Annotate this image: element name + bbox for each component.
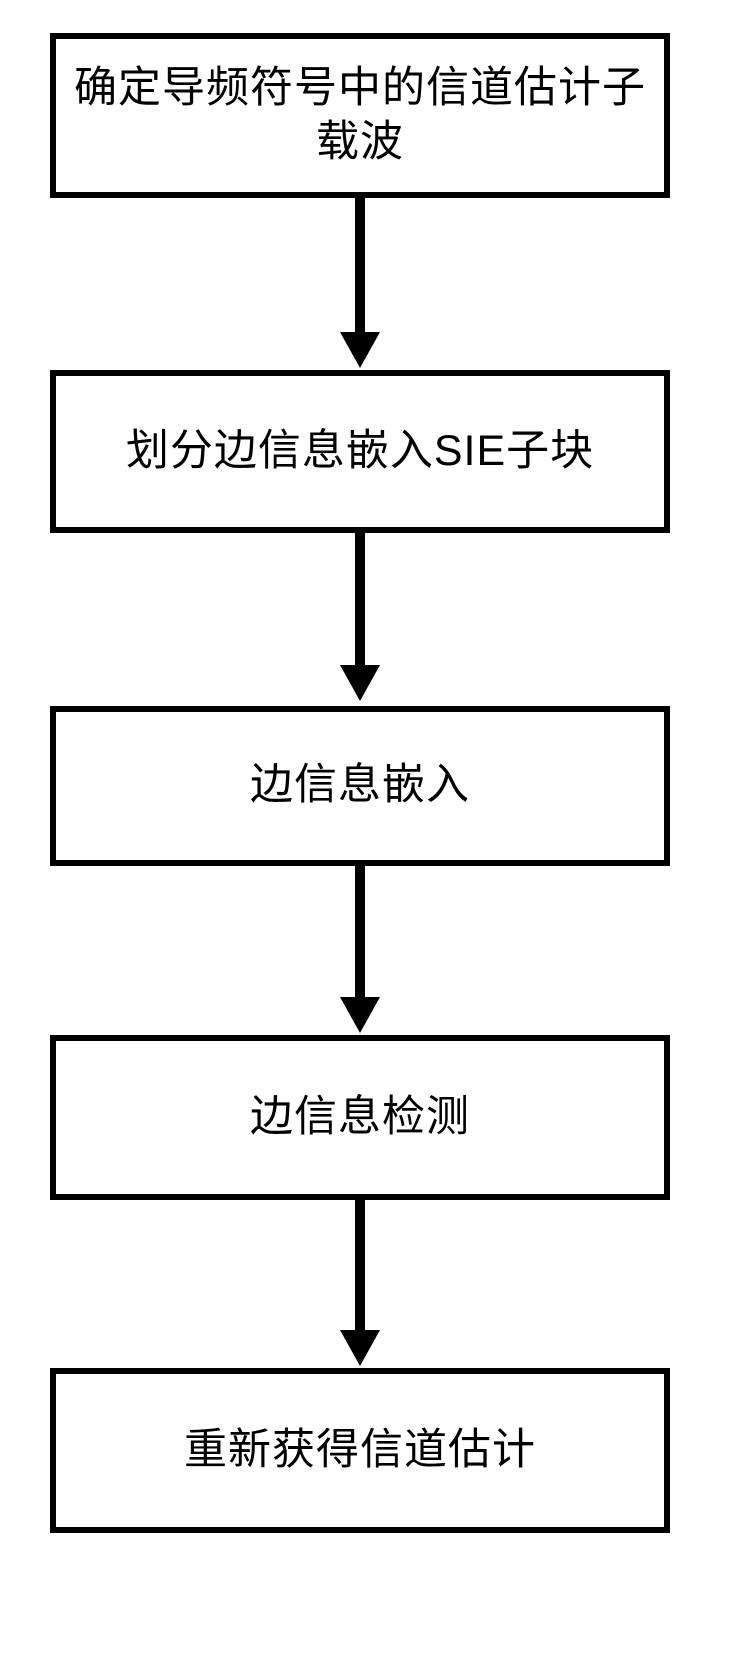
flowchart-node-label: 边信息嵌入 xyxy=(250,761,470,810)
flowchart-connector-4 xyxy=(355,1200,365,1332)
flowchart-connector-3 xyxy=(355,866,365,998)
flowchart-connector-2 xyxy=(355,533,365,668)
flowchart-connector-1 xyxy=(355,198,365,336)
arrow-down-icon xyxy=(340,997,380,1033)
flowchart-node-determine-pilot-subcarriers: 确定导频符号中的信道估计子载波 xyxy=(50,33,670,198)
flowchart-node-reacquire-channel-estimate: 重新获得信道估计 xyxy=(50,1368,670,1533)
flowchart-node-label: 确定导频符号中的信道估计子载波 xyxy=(74,63,646,166)
arrow-down-icon xyxy=(340,665,380,701)
flowchart-node-partition-sie-subblock: 划分边信息嵌入SIE子块 xyxy=(50,370,670,533)
flowchart-node-side-info-embedding: 边信息嵌入 xyxy=(50,706,670,866)
flowchart-node-label: 边信息检测 xyxy=(250,1092,470,1141)
flowchart-node-label: 重新获得信道估计 xyxy=(184,1425,536,1474)
flowchart-node-label: 划分边信息嵌入SIE子块 xyxy=(125,426,595,475)
arrow-down-icon xyxy=(340,332,380,368)
arrow-down-icon xyxy=(340,1330,380,1366)
flowchart-node-side-info-detection: 边信息检测 xyxy=(50,1035,670,1200)
